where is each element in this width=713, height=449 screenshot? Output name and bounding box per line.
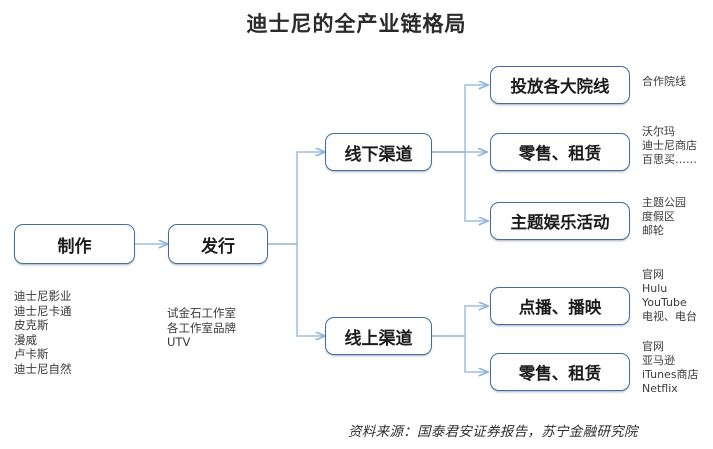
node-production[interactable]: 制作 (14, 224, 135, 264)
node-distribution-label: 发行 (201, 236, 235, 257)
page-title: 迪士尼的全产业链格局 (246, 12, 467, 36)
node-distribution[interactable]: 发行 (168, 224, 268, 264)
node-theaters-label: 投放各大院线 (510, 77, 610, 96)
node-theme-entertainment[interactable]: 主题娱乐活动 (490, 202, 630, 240)
notes-retail-rental-offline: 沃尔玛 迪士尼商店 百思买…… (642, 125, 697, 166)
connector-offline-theaters (432, 85, 488, 153)
node-online-channel-label: 线上渠道 (344, 328, 413, 349)
node-online-channel[interactable]: 线上渠道 (325, 317, 432, 355)
node-offline-channel[interactable]: 线下渠道 (325, 133, 432, 171)
node-theaters[interactable]: 投放各大院线 (490, 66, 630, 104)
notes-production: 迪士尼影业 迪士尼卡通 皮克斯 漫威 卢卡斯 迪士尼自然 (14, 289, 72, 376)
node-theme-entertainment-label: 主题娱乐活动 (510, 213, 610, 232)
notes-distribution: 试金石工作室 各工作室品牌 UTV (167, 306, 236, 349)
notes-vod-broadcast: 官网 Hulu YouTube 电视、电台 (642, 268, 697, 323)
notes-theme-entertainment: 主题公园 度假区 邮轮 (642, 196, 686, 237)
notes-retail-rental-online: 官网 亚马逊 iTunes商店 Netflix (642, 340, 699, 395)
node-offline-channel-label: 线下渠道 (344, 144, 413, 165)
node-retail-rental-offline-label: 零售、租赁 (518, 144, 602, 163)
connector-online-retail (432, 335, 488, 372)
connector-online-vod (432, 306, 488, 337)
source-caption: 资料来源：国泰君安证券报告，苏宁金融研究院 (348, 424, 638, 440)
node-vod-broadcast-label: 点播、播映 (518, 298, 602, 317)
node-retail-rental-online[interactable]: 零售、租赁 (490, 353, 630, 391)
connector-distribution-offline (268, 152, 325, 245)
connector-offline-theme (432, 151, 488, 221)
node-vod-broadcast[interactable]: 点播、播映 (490, 287, 630, 325)
notes-theaters: 合作院线 (642, 75, 686, 88)
node-production-label: 制作 (57, 236, 92, 257)
node-retail-rental-online-label: 零售、租赁 (518, 364, 602, 383)
node-retail-rental-offline[interactable]: 零售、租赁 (490, 133, 630, 171)
